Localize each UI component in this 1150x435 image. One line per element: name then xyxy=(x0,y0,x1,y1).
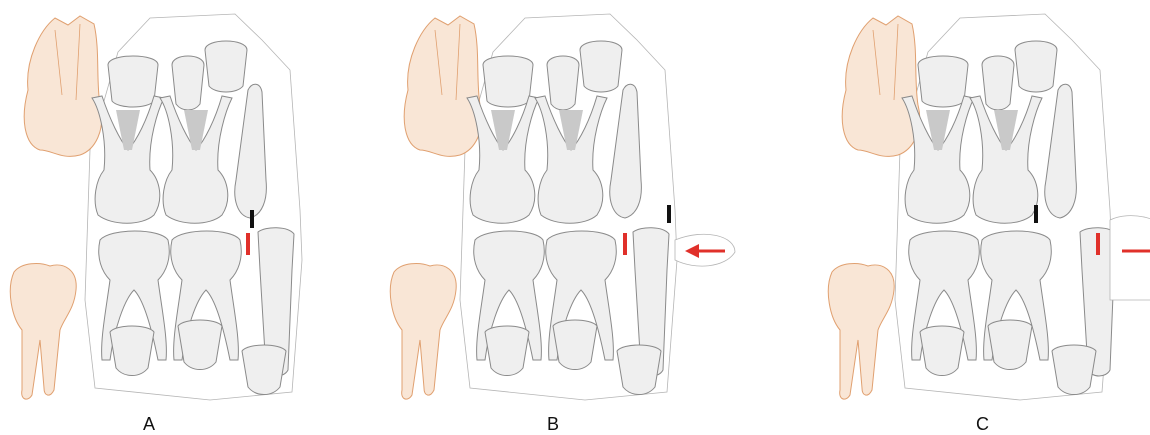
black-marker xyxy=(667,205,671,223)
lower-incisor-3 xyxy=(617,345,661,395)
upper-crown-3 xyxy=(1015,41,1057,92)
upper-crown-3 xyxy=(580,41,622,92)
lower-incisor-1 xyxy=(485,326,529,376)
lower-incisor-2 xyxy=(178,320,222,370)
panel-a-drawing xyxy=(0,0,380,434)
upper-molar-icon xyxy=(842,16,919,156)
red-marker xyxy=(246,233,250,255)
panel-b-drawing xyxy=(370,0,750,434)
black-marker xyxy=(1034,205,1038,223)
panel-b-label: B xyxy=(547,414,559,435)
panel-b: B xyxy=(370,0,750,434)
upper-molar-icon xyxy=(404,16,481,156)
upper-crown-1 xyxy=(108,56,158,107)
upper-crown-1 xyxy=(918,56,968,107)
panel-c-label: C xyxy=(976,414,989,435)
panel-c-drawing xyxy=(770,0,1150,434)
upper-crown-2 xyxy=(547,56,579,110)
lower-incisor-1 xyxy=(110,326,154,376)
black-marker xyxy=(250,210,254,228)
red-marker xyxy=(623,233,627,255)
lower-incisor-3 xyxy=(1052,345,1096,395)
upper-molar-icon xyxy=(24,16,101,156)
lower-molar-icon xyxy=(10,264,76,400)
lower-incisor-1 xyxy=(920,326,964,376)
panel-c: C xyxy=(770,0,1150,434)
upper-crown-3 xyxy=(205,41,247,92)
red-marker xyxy=(1096,233,1100,255)
arrow-callout xyxy=(1110,216,1150,300)
upper-crown-1 xyxy=(483,56,533,107)
lower-incisor-2 xyxy=(553,320,597,370)
upper-crown-2 xyxy=(982,56,1014,110)
upper-crown-2 xyxy=(172,56,204,110)
panel-a-label: A xyxy=(143,414,155,435)
lower-molar-icon xyxy=(390,264,456,400)
lower-incisor-2 xyxy=(988,320,1032,370)
panel-a: A xyxy=(0,0,380,434)
lower-incisor-3 xyxy=(242,345,286,395)
lower-molar-icon xyxy=(828,264,894,400)
